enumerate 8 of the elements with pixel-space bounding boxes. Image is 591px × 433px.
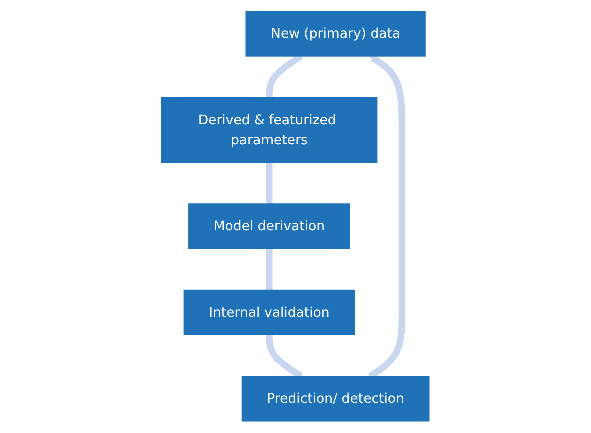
node-box — [188, 204, 350, 250]
cycle-diagram: New (primary) data Derived & featurized parameters Model derivation Internal validation Prediction/ detection — [155, 5, 436, 428]
node-box — [242, 376, 430, 422]
connector — [266, 248, 273, 290]
connector — [266, 162, 273, 204]
node-box — [161, 97, 378, 163]
node-box — [184, 290, 356, 336]
node-box — [246, 11, 426, 57]
